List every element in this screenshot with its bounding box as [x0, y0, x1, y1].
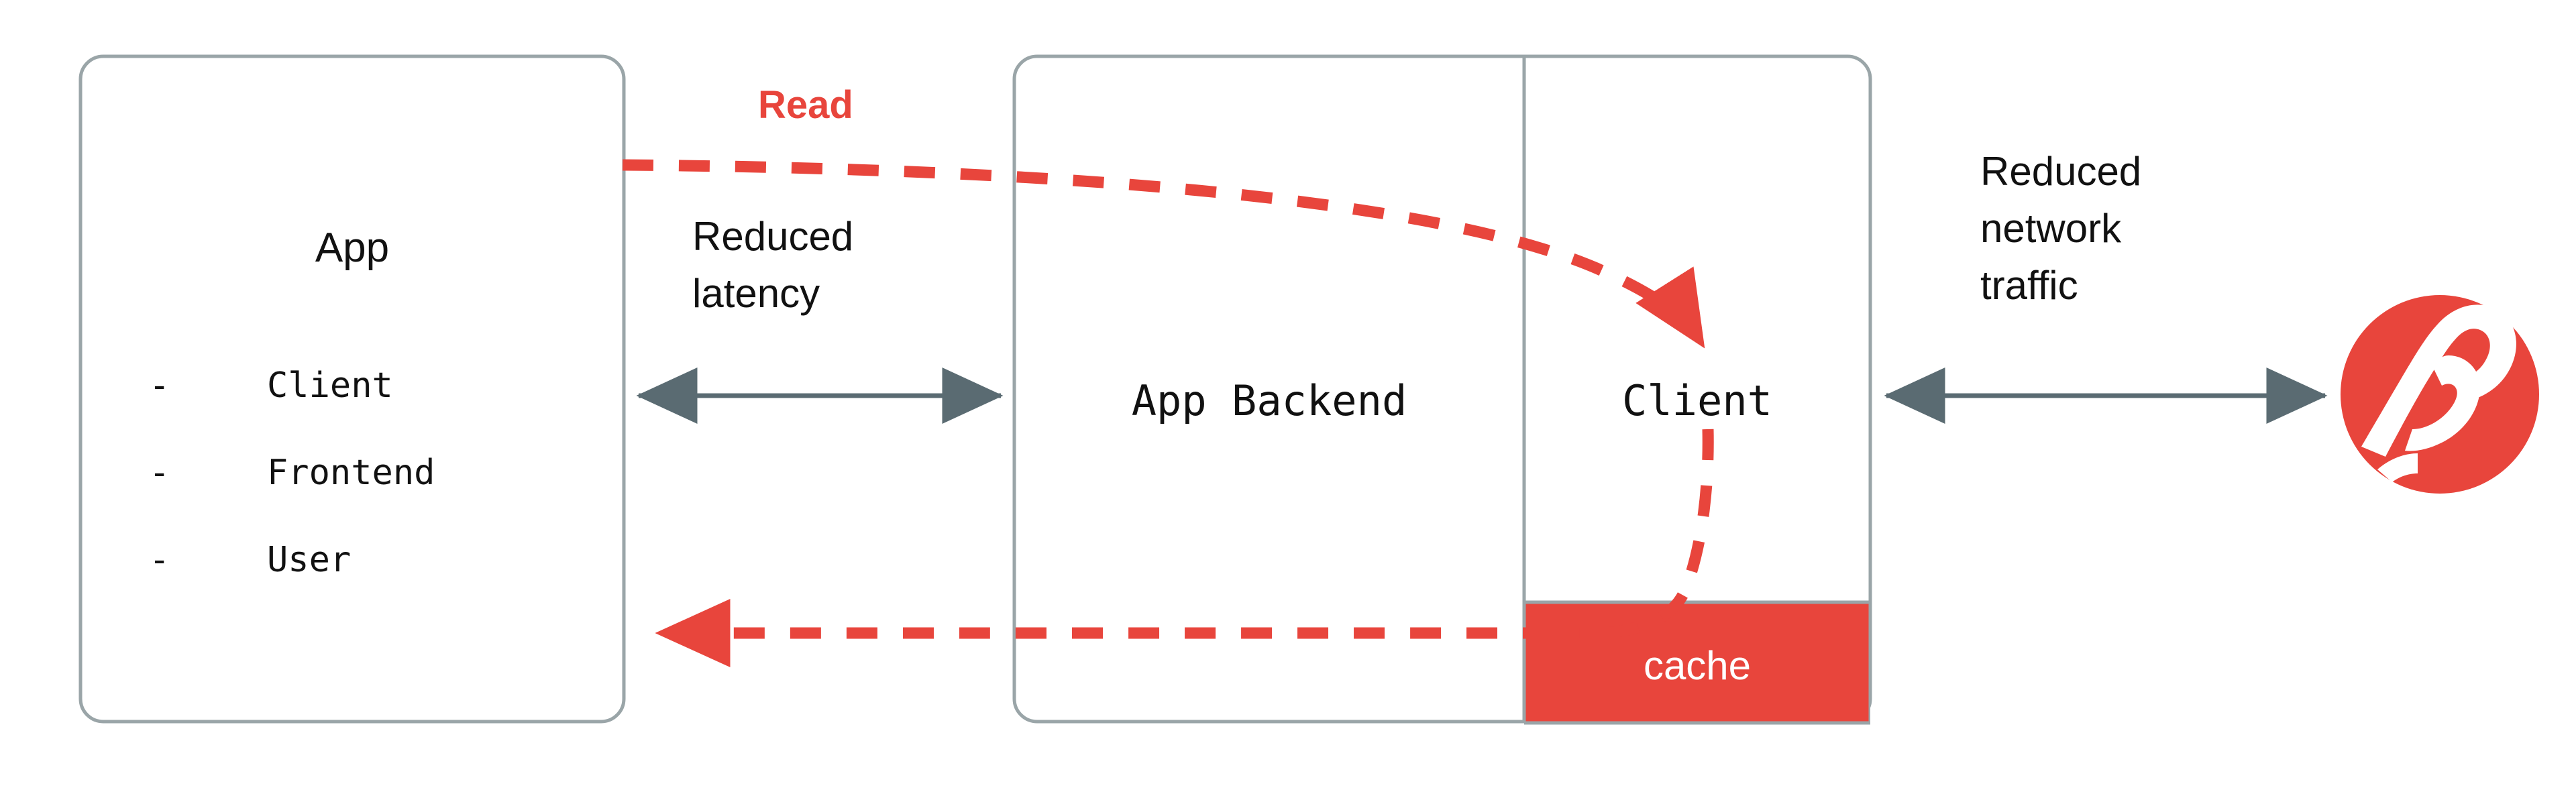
backend-client-box: [1012, 54, 1872, 724]
app-bullet-marker-2: -: [149, 540, 170, 580]
reduced-network-line-2: network: [1980, 206, 2122, 251]
read-request-curve: [622, 159, 1705, 349]
app-bullet-marker-1: -: [149, 453, 170, 493]
app-box: [78, 54, 626, 724]
reduced-latency-line-1: Reduced: [692, 214, 854, 259]
reduced-latency-line-2: latency: [692, 271, 820, 316]
app-backend-title: App Backend: [1131, 376, 1407, 425]
app-bullet-marker-0: -: [149, 365, 170, 406]
cache-label: cache: [1643, 643, 1752, 688]
read-label: Read: [758, 83, 853, 127]
app-bullet-label-1: Frontend: [267, 453, 435, 493]
reduced-network-line-3: traffic: [1980, 263, 2078, 308]
cache-box: [1524, 600, 1870, 725]
redis-logo-glyph: [2361, 304, 2516, 482]
client-title: Client: [1622, 376, 1772, 425]
app-bullet-label-0: Client: [267, 365, 393, 406]
reduced-network-line-1: Reduced: [1980, 149, 2142, 194]
app-title: App: [315, 225, 390, 271]
app-bullet-label-2: User: [267, 540, 352, 580]
